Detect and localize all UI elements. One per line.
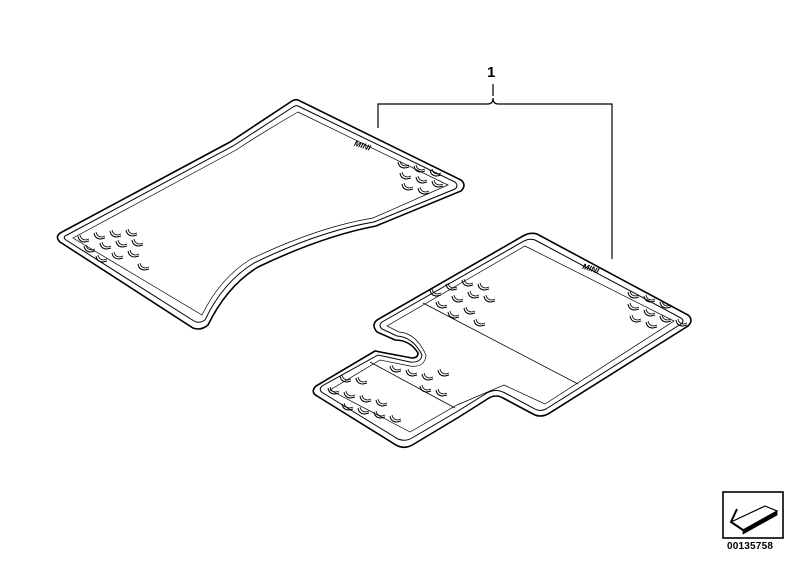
rear-mat-logo: MINI [581,262,601,276]
reference-icon [722,491,784,539]
front-mat-cleats-right [397,160,444,195]
rear-mat-cleats-upper-left [429,278,496,327]
reference-number: 00135758 [727,541,774,552]
callout-bracket [377,84,613,259]
rear-floor-mat: MINI [312,232,692,449]
front-floor-mat: MINI [56,98,465,330]
callout-number: 1 [487,64,496,81]
front-mat-cleats-left [77,228,150,271]
